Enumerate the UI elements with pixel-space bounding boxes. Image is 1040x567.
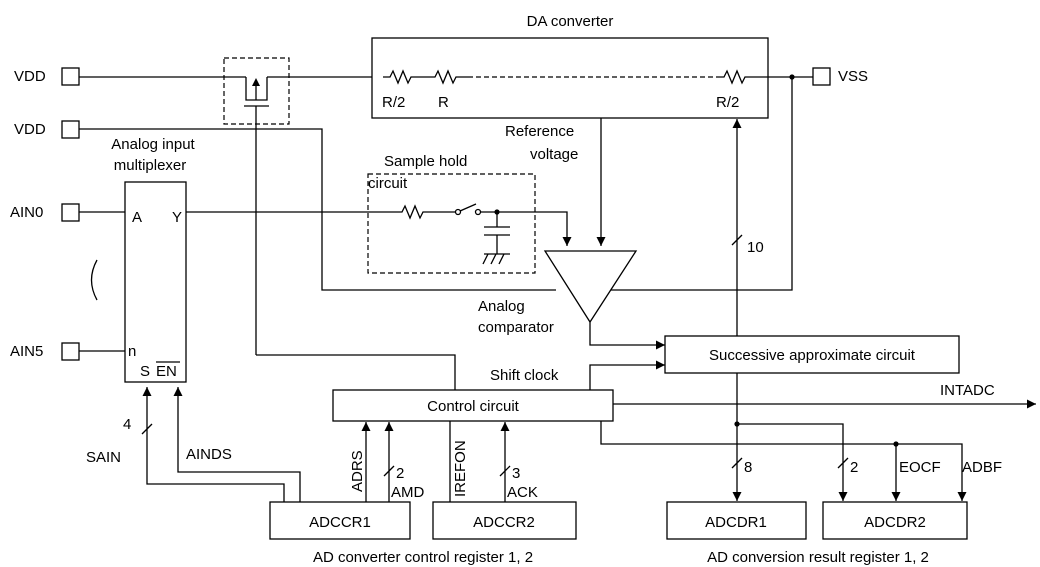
mux-port-a: A bbox=[132, 209, 142, 226]
mux-port-n: n bbox=[128, 343, 136, 360]
intadc-label: INTADC bbox=[940, 382, 995, 399]
sain-wire bbox=[142, 387, 285, 502]
vdd-top-label: VDD bbox=[14, 68, 46, 85]
irefon-label: IREFON bbox=[452, 440, 469, 497]
ain5-label: AIN5 bbox=[10, 343, 43, 360]
r-half-left-label: R/2 bbox=[382, 94, 405, 111]
ack-label: ACK bbox=[507, 484, 538, 501]
adcdr2-label: ADCDR2 bbox=[864, 514, 926, 531]
capacitor-ground-icon bbox=[482, 212, 510, 265]
sample-hold-resistor-icon bbox=[397, 204, 455, 220]
resistor-r-half-left-icon bbox=[383, 69, 428, 85]
successive-approximate-block bbox=[664, 335, 960, 374]
adcdr2-register bbox=[822, 501, 968, 540]
adcdr1-bus-width: 8 bbox=[744, 459, 752, 476]
comparator-label-line2: comparator bbox=[478, 319, 554, 336]
transistor-switch-icon bbox=[244, 77, 269, 118]
sample-switch-icon bbox=[454, 203, 482, 216]
r-half-right-label: R/2 bbox=[716, 94, 739, 111]
sample-hold-title-line1: Sample hold bbox=[384, 153, 467, 170]
mux-title-line1: Analog input bbox=[111, 136, 195, 153]
sain-bus-slash bbox=[141, 423, 153, 435]
da-bus-slash bbox=[731, 234, 743, 246]
result-registers-caption: AD conversion result register 1, 2 bbox=[707, 549, 929, 566]
adcdr1-bus-slash bbox=[731, 457, 743, 469]
sample-hold-dashed-box bbox=[367, 173, 536, 274]
adcdr2-bus-width: 2 bbox=[850, 459, 858, 476]
adccr2-register bbox=[432, 501, 577, 540]
mux-port-s: S bbox=[140, 363, 150, 380]
vss-pin bbox=[812, 67, 831, 86]
adrs-label: ADRS bbox=[349, 450, 366, 492]
ain5-pin bbox=[61, 342, 80, 361]
control-circuit-block bbox=[332, 389, 614, 422]
sample-hold-to-comparator-wire bbox=[481, 211, 572, 246]
vss-label: VSS bbox=[838, 68, 868, 85]
ain0-label: AIN0 bbox=[10, 204, 43, 221]
da-converter-block bbox=[371, 37, 769, 119]
ainds-label: AINDS bbox=[186, 446, 232, 463]
adccr1-label: ADCCR1 bbox=[309, 514, 371, 531]
analog-comparator-triangle bbox=[543, 250, 638, 324]
vss-to-comparator-wire bbox=[590, 77, 793, 291]
vdd-second-label: VDD bbox=[14, 121, 46, 138]
vdd-second-pin bbox=[61, 120, 80, 139]
mux-title-line2: multiplexer bbox=[114, 157, 187, 174]
sample-hold-title-line2: circuit bbox=[368, 175, 408, 192]
shift-clock-label: Shift clock bbox=[490, 367, 559, 384]
continuation-squiggle-icon bbox=[90, 259, 98, 301]
adccr2-label: ADCCR2 bbox=[473, 514, 535, 531]
adcdr1-register bbox=[666, 501, 807, 540]
adcdr2-bus-wire bbox=[737, 423, 848, 501]
control-circuit-label: Control circuit bbox=[427, 398, 520, 415]
ainds-wire bbox=[173, 387, 301, 502]
adbf-label: ADBF bbox=[962, 459, 1002, 476]
da-converter-title: DA converter bbox=[527, 13, 614, 30]
shift-clock-wire bbox=[589, 360, 665, 390]
resistor-r-icon bbox=[428, 69, 468, 85]
eocf-label: EOCF bbox=[899, 459, 941, 476]
amd-bus-slash bbox=[383, 465, 395, 477]
reference-voltage-line1: Reference bbox=[505, 123, 574, 140]
ack-bus-width: 3 bbox=[512, 465, 520, 482]
analog-input-multiplexer-block bbox=[124, 181, 187, 383]
comparator-output-wire bbox=[589, 322, 665, 350]
vdd-second-wire bbox=[79, 128, 556, 291]
vdd-top-pin bbox=[61, 67, 80, 86]
amd-bus-width: 2 bbox=[396, 465, 404, 482]
sain-bus-width: 4 bbox=[123, 416, 131, 433]
switch-control-to-control-wire bbox=[256, 354, 456, 390]
comparator-label-line1: Analog bbox=[478, 298, 525, 315]
resistor-r-half-right-icon bbox=[718, 69, 752, 85]
adcdr1-label: ADCDR1 bbox=[705, 514, 767, 531]
reference-voltage-line2: voltage bbox=[530, 146, 578, 163]
mux-port-en: EN bbox=[156, 363, 177, 380]
ack-bus-slash bbox=[499, 465, 511, 477]
amd-label: AMD bbox=[391, 484, 425, 501]
da-bus-width: 10 bbox=[747, 239, 764, 256]
adcdr2-bus-slash bbox=[837, 457, 849, 469]
successive-approximate-label: Successive approximate circuit bbox=[709, 347, 916, 364]
mux-port-y: Y bbox=[172, 209, 182, 226]
ain0-pin bbox=[61, 203, 80, 222]
r-label: R bbox=[438, 94, 449, 111]
control-registers-caption: AD converter control register 1, 2 bbox=[313, 549, 533, 566]
adccr1-register bbox=[269, 501, 411, 540]
adbf-wire bbox=[600, 421, 967, 501]
sain-label: SAIN bbox=[86, 449, 121, 466]
